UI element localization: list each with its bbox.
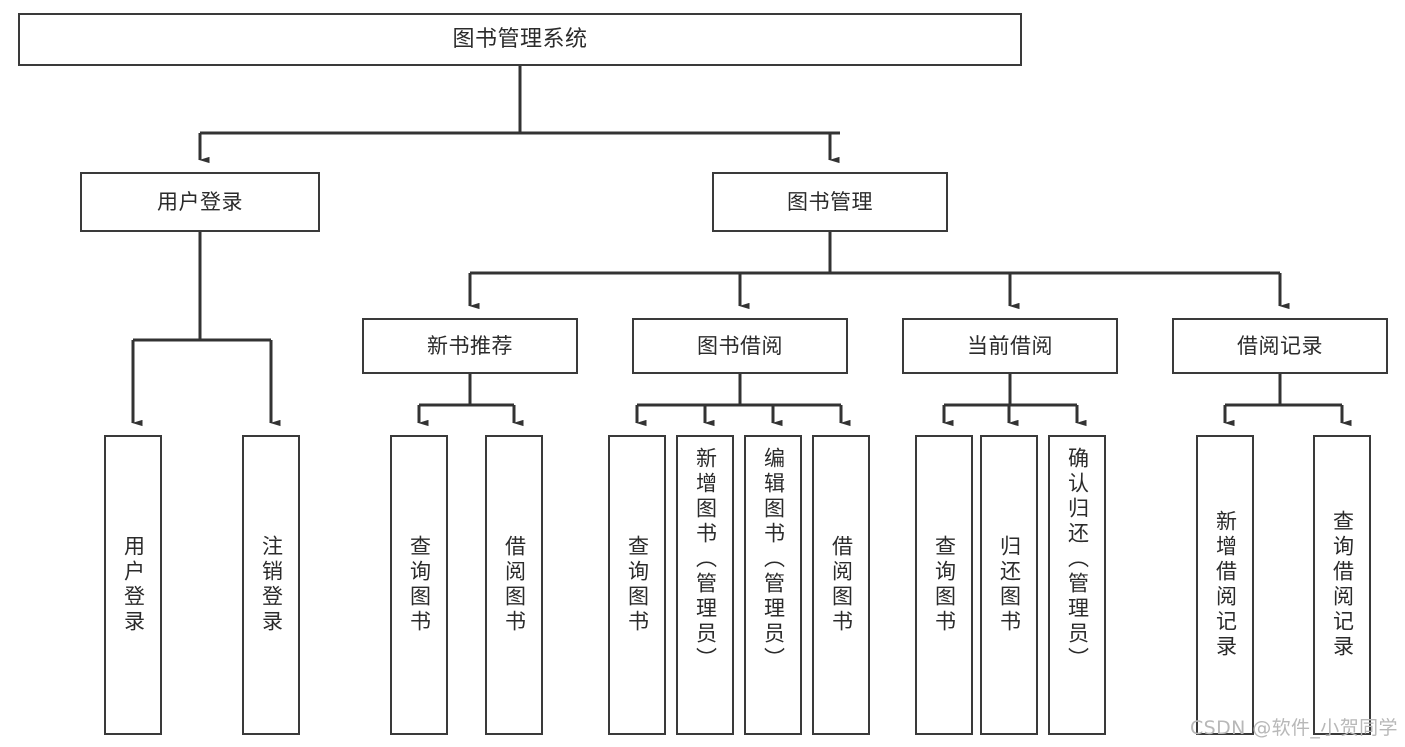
- node-leaf-add-book-admin-label: 新增图书（管理员）: [693, 447, 718, 672]
- node-book-management-label: 图书管理: [787, 189, 873, 214]
- node-leaf-borrow-book-2-label: 借阅图书: [829, 535, 854, 635]
- node-leaf-query-borrow-record-label: 查询借阅记录: [1330, 510, 1355, 660]
- node-leaf-confirm-return-admin-label: 确认归还（管理员）: [1065, 447, 1090, 672]
- node-leaf-add-borrow-record[interactable]: 新增借阅记录: [1196, 435, 1254, 735]
- node-leaf-edit-book-admin[interactable]: 编辑图书（管理员）: [744, 435, 802, 735]
- node-leaf-edit-book-admin-label: 编辑图书（管理员）: [761, 447, 786, 672]
- csdn-watermark: CSDN @软件_小贺同学: [1190, 717, 1398, 739]
- node-book-management[interactable]: 图书管理: [712, 172, 948, 232]
- node-leaf-logout-login[interactable]: 注销登录: [242, 435, 300, 735]
- node-leaf-return-book-label: 归还图书: [997, 535, 1022, 635]
- node-current-borrow[interactable]: 当前借阅: [902, 318, 1118, 374]
- node-leaf-borrow-book-2[interactable]: 借阅图书: [812, 435, 870, 735]
- node-leaf-query-book-1-label: 查询图书: [407, 535, 432, 635]
- node-new-book-recommend-label: 新书推荐: [427, 333, 513, 358]
- node-leaf-add-borrow-record-label: 新增借阅记录: [1213, 510, 1238, 660]
- node-user-login[interactable]: 用户登录: [80, 172, 320, 232]
- node-leaf-query-borrow-record[interactable]: 查询借阅记录: [1313, 435, 1371, 735]
- node-leaf-query-book-3[interactable]: 查询图书: [915, 435, 973, 735]
- node-borrow-record[interactable]: 借阅记录: [1172, 318, 1388, 374]
- node-leaf-query-book-1[interactable]: 查询图书: [390, 435, 448, 735]
- node-user-login-label: 用户登录: [157, 189, 243, 214]
- node-leaf-user-login[interactable]: 用户登录: [104, 435, 162, 735]
- node-borrow-record-label: 借阅记录: [1237, 333, 1323, 358]
- node-leaf-borrow-book-1[interactable]: 借阅图书: [485, 435, 543, 735]
- node-book-borrow[interactable]: 图书借阅: [632, 318, 848, 374]
- node-root[interactable]: 图书管理系统: [18, 13, 1022, 66]
- node-leaf-query-book-3-label: 查询图书: [932, 535, 957, 635]
- node-new-book-recommend[interactable]: 新书推荐: [362, 318, 578, 374]
- node-leaf-query-book-2[interactable]: 查询图书: [608, 435, 666, 735]
- node-root-label: 图书管理系统: [452, 26, 588, 52]
- node-leaf-add-book-admin[interactable]: 新增图书（管理员）: [676, 435, 734, 735]
- node-leaf-user-login-label: 用户登录: [121, 535, 146, 635]
- node-leaf-query-book-2-label: 查询图书: [625, 535, 650, 635]
- node-current-borrow-label: 当前借阅: [967, 333, 1053, 358]
- node-leaf-borrow-book-1-label: 借阅图书: [502, 535, 527, 635]
- node-book-borrow-label: 图书借阅: [697, 333, 783, 358]
- node-leaf-logout-login-label: 注销登录: [259, 535, 284, 635]
- node-leaf-return-book[interactable]: 归还图书: [980, 435, 1038, 735]
- node-leaf-confirm-return-admin[interactable]: 确认归还（管理员）: [1048, 435, 1106, 735]
